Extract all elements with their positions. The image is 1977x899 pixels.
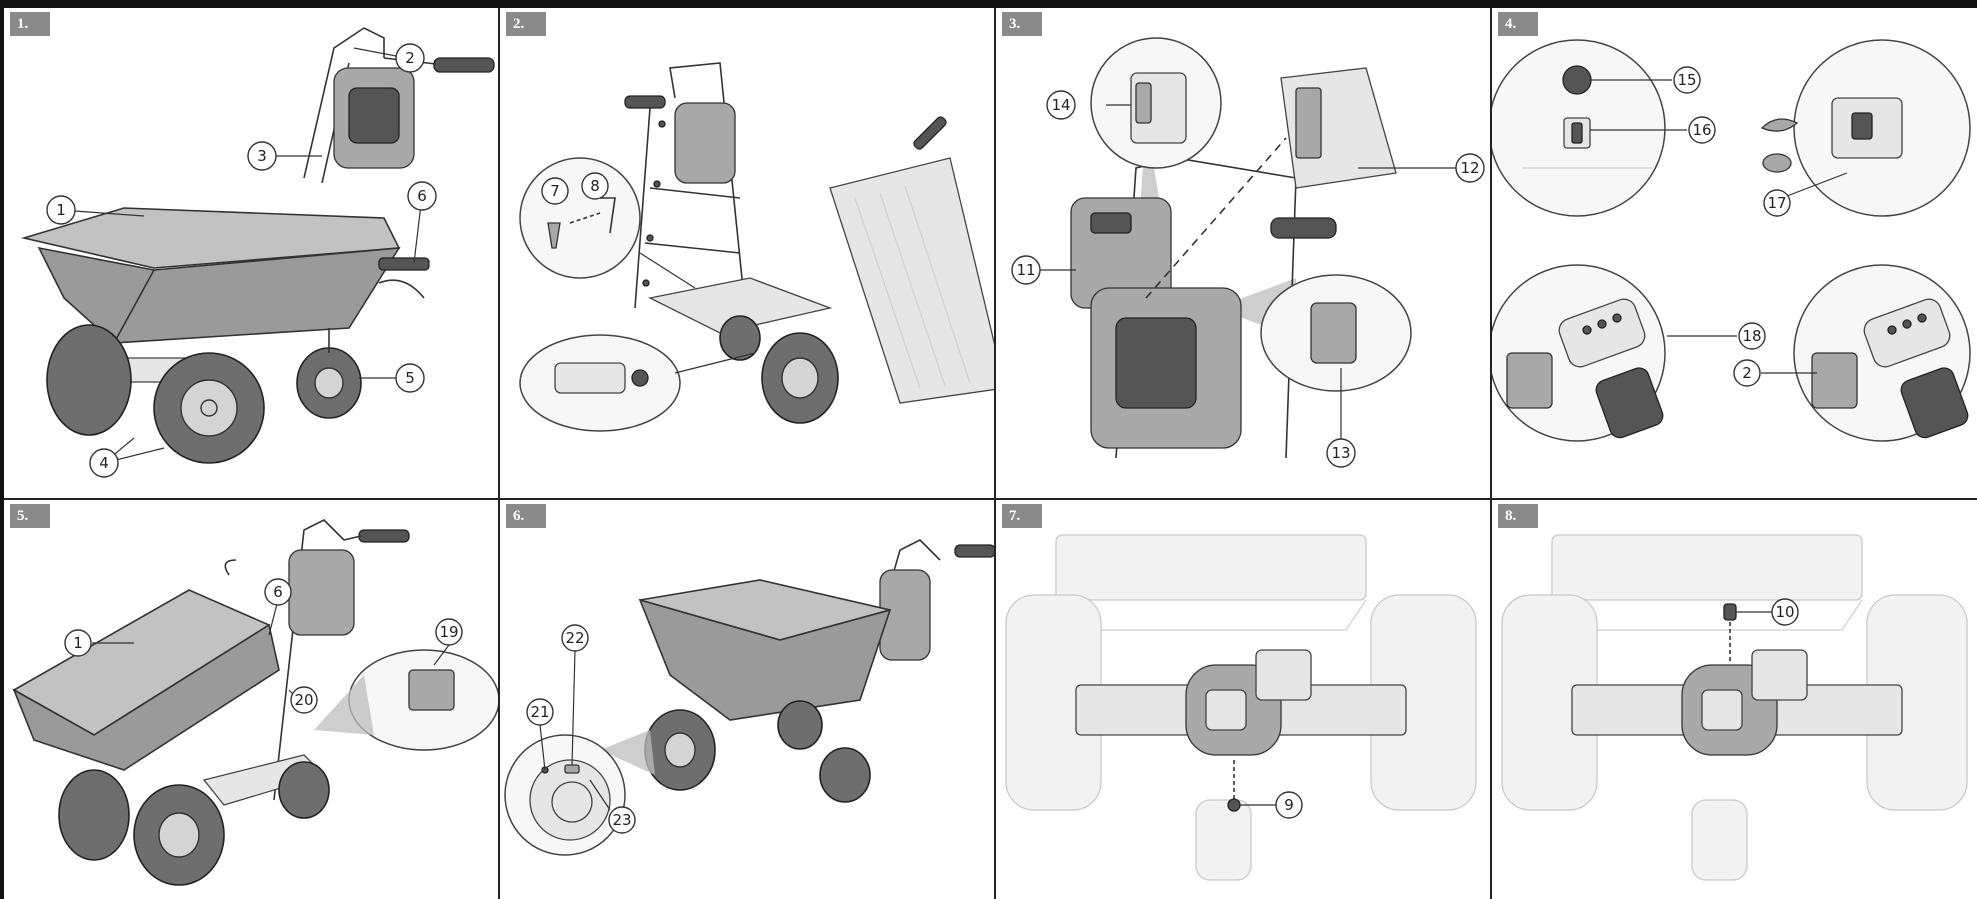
svg-text:18: 18 [1742, 327, 1761, 345]
panel-label: 2. [506, 12, 546, 36]
callout-9: 9 [1275, 791, 1303, 819]
panel-label: 5. [10, 504, 50, 528]
tub-tipped [12, 623, 280, 771]
rear-wheel-left [46, 324, 132, 436]
handle-grip [1270, 217, 1337, 239]
callout-15: 15 [1673, 66, 1701, 94]
callout-11: 11 [1011, 255, 1041, 285]
svg-text:20: 20 [294, 691, 313, 709]
fill-plug [1723, 603, 1737, 621]
controls-illustration: 15 16 17 18 2 [1492, 39, 1971, 442]
panel-6: 6. 21 22 23 [500, 500, 996, 899]
power-button [1562, 65, 1592, 95]
callout-21: 21 [526, 698, 554, 726]
callout-2-secondary: 2 [1733, 359, 1761, 387]
svg-text:2: 2 [405, 49, 415, 67]
handle-grip [433, 57, 495, 73]
callout-10: 10 [1771, 598, 1799, 626]
svg-text:2: 2 [1742, 364, 1752, 382]
panel-label: 6. [506, 504, 546, 528]
battery-pack [288, 549, 355, 636]
platform [648, 277, 833, 334]
panel-label: 8. [1498, 504, 1538, 528]
tortoise-icon [1762, 153, 1792, 173]
callout-22: 22 [561, 624, 589, 652]
panel-2: 2. [500, 8, 996, 500]
svg-text:14: 14 [1051, 96, 1070, 114]
svg-text:4: 4 [99, 454, 109, 472]
callout-1: 1 [64, 629, 92, 657]
svg-text:1: 1 [56, 201, 66, 219]
callout-2: 2 [395, 43, 425, 73]
callout-7: 7 [541, 177, 569, 205]
handle-frame [669, 62, 746, 309]
tipping-illustration: 1 6 19 20 [12, 519, 498, 886]
panel-3: 3. 14 12 11 13 [996, 8, 1492, 500]
panel-8: 8. 10 [1492, 500, 1977, 899]
panel-5: 5. 1 6 19 20 [4, 500, 500, 899]
svg-text:9: 9 [1284, 796, 1294, 814]
svg-text:17: 17 [1767, 194, 1786, 212]
tipping-lever [378, 257, 430, 271]
panel-label: 1. [10, 12, 50, 36]
drain-plug [1227, 798, 1241, 812]
callout-6: 6 [264, 578, 292, 606]
handle-frame [303, 27, 385, 179]
battery-pack [674, 102, 736, 184]
callout-18: 18 [1738, 322, 1766, 350]
panel-1: 1. [4, 8, 500, 500]
hare-icon [1760, 118, 1799, 132]
callout-23: 23 [608, 806, 636, 834]
svg-text:19: 19 [439, 623, 458, 641]
callout-8: 8 [581, 172, 609, 200]
svg-text:7: 7 [550, 182, 560, 200]
svg-text:22: 22 [565, 629, 584, 647]
svg-text:15: 15 [1677, 71, 1696, 89]
svg-text:16: 16 [1692, 121, 1711, 139]
callout-14: 14 [1046, 90, 1076, 120]
tub-upright [829, 157, 994, 404]
svg-text:1: 1 [73, 634, 83, 652]
battery-insertion-illustration: 14 12 11 13 [1011, 37, 1485, 468]
wheelbarrow-illustration: 1 2 3 6 5 4 [20, 27, 495, 478]
panel-label: 7. [1002, 504, 1042, 528]
callout-1: 1 [46, 195, 76, 225]
tub [638, 598, 892, 721]
callout-19: 19 [435, 618, 463, 646]
svg-text:21: 21 [530, 703, 549, 721]
wheel-removal-illustration: 21 22 23 [504, 539, 994, 856]
svg-text:23: 23 [612, 811, 631, 829]
svg-text:3: 3 [257, 147, 267, 165]
svg-text:12: 12 [1460, 159, 1479, 177]
callout-16: 16 [1688, 116, 1716, 144]
callout-5: 5 [395, 363, 425, 393]
gearbox-fill-illustration: 10 [1501, 534, 1968, 881]
svg-text:13: 13 [1331, 444, 1350, 462]
svg-text:8: 8 [590, 177, 600, 195]
callout-3: 3 [247, 141, 277, 171]
panel-4: 4. 15 16 [1492, 8, 1977, 500]
panel-7: 7. 9 [996, 500, 1492, 899]
callout-12: 12 [1455, 153, 1485, 183]
handle-frame [273, 519, 345, 801]
callout-13: 13 [1326, 438, 1356, 468]
svg-text:6: 6 [273, 583, 283, 601]
callout-6: 6 [407, 181, 437, 211]
detail-bolt-zoom [519, 157, 641, 279]
gearbox-drain-illustration: 9 [1005, 534, 1477, 881]
callout-17: 17 [1763, 189, 1791, 217]
svg-text:11: 11 [1016, 261, 1035, 279]
callout-20: 20 [290, 686, 318, 714]
assembly-figure-grid: 1. [4, 8, 1977, 899]
svg-text:5: 5 [405, 369, 415, 387]
panel-label: 3. [1002, 12, 1042, 36]
svg-text:10: 10 [1775, 603, 1794, 621]
panel-label: 4. [1498, 12, 1538, 36]
frame-assembly-illustration: 7 8 [519, 62, 994, 432]
svg-text:6: 6 [417, 187, 427, 205]
callout-4: 4 [89, 448, 119, 478]
